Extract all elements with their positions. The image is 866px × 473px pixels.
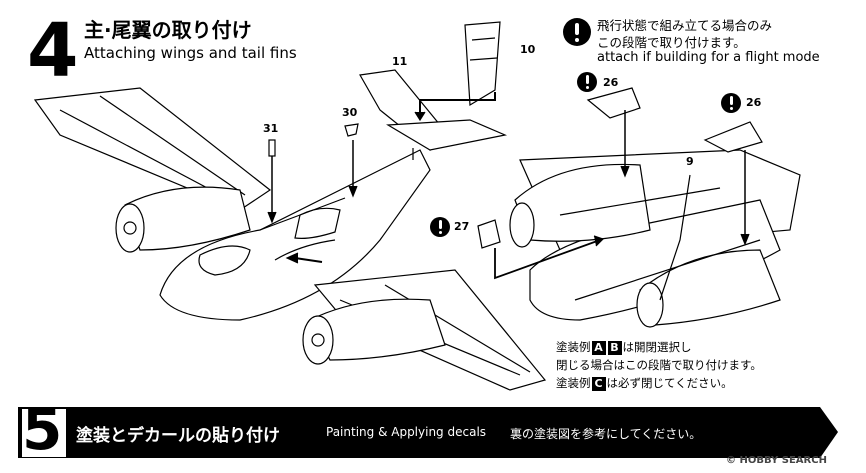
paint-note-prefix: 塗装例 bbox=[556, 340, 591, 354]
flight-note-en: attach if building for a flight mode bbox=[597, 50, 820, 65]
part-number-9: 9 bbox=[686, 155, 694, 168]
paint-note-line1: は開閉選択し bbox=[622, 340, 692, 354]
paint-note-line2: 閉じる場合はこの段階で取り付けます。 bbox=[556, 358, 762, 372]
attention-icon bbox=[577, 72, 597, 92]
watermark: © HOBBY SEARCH bbox=[726, 455, 827, 466]
part-number-10: 10 bbox=[520, 43, 536, 56]
step5-title-jp: 塗装とデカールの貼り付け bbox=[76, 426, 280, 446]
right-aircraft bbox=[477, 87, 801, 328]
attention-icon bbox=[430, 217, 450, 237]
part-number-31: 31 bbox=[263, 122, 279, 135]
attention-icon bbox=[721, 93, 741, 113]
step4-title-en: Attaching wings and tail fins bbox=[84, 44, 297, 62]
step5-title-en: Painting & Applying decals bbox=[326, 425, 487, 439]
part-number-26b: 26 bbox=[746, 96, 762, 109]
attention-icon bbox=[563, 18, 591, 46]
paint-note-line3: は必ず閉じてください。 bbox=[606, 376, 733, 390]
part-number-30: 30 bbox=[342, 106, 358, 119]
scheme-b-badge: B bbox=[607, 340, 622, 355]
part-number-26a: 26 bbox=[603, 76, 619, 89]
left-aircraft bbox=[33, 21, 547, 391]
step5-number: 5 bbox=[22, 395, 63, 463]
part-number-27: 27 bbox=[454, 220, 470, 233]
step5-number-bg bbox=[22, 409, 66, 457]
step4-title-jp: 主·尾翼の取り付け bbox=[84, 18, 252, 42]
step5-reference: 裏の塗装図を参考にしてください。 bbox=[510, 427, 702, 441]
step4-number: 4 bbox=[27, 8, 79, 94]
flight-note-line1: 飛行状態で組み立てる場合のみ bbox=[597, 18, 773, 33]
scheme-a-badge: A bbox=[591, 340, 606, 355]
flight-note-line2: この段階で取り付けます。 bbox=[597, 35, 746, 50]
step5-banner bbox=[18, 407, 838, 458]
part-number-11: 11 bbox=[392, 55, 408, 68]
scheme-c-badge: C bbox=[591, 376, 606, 391]
paint-note-prefix2: 塗装例 bbox=[556, 376, 591, 390]
